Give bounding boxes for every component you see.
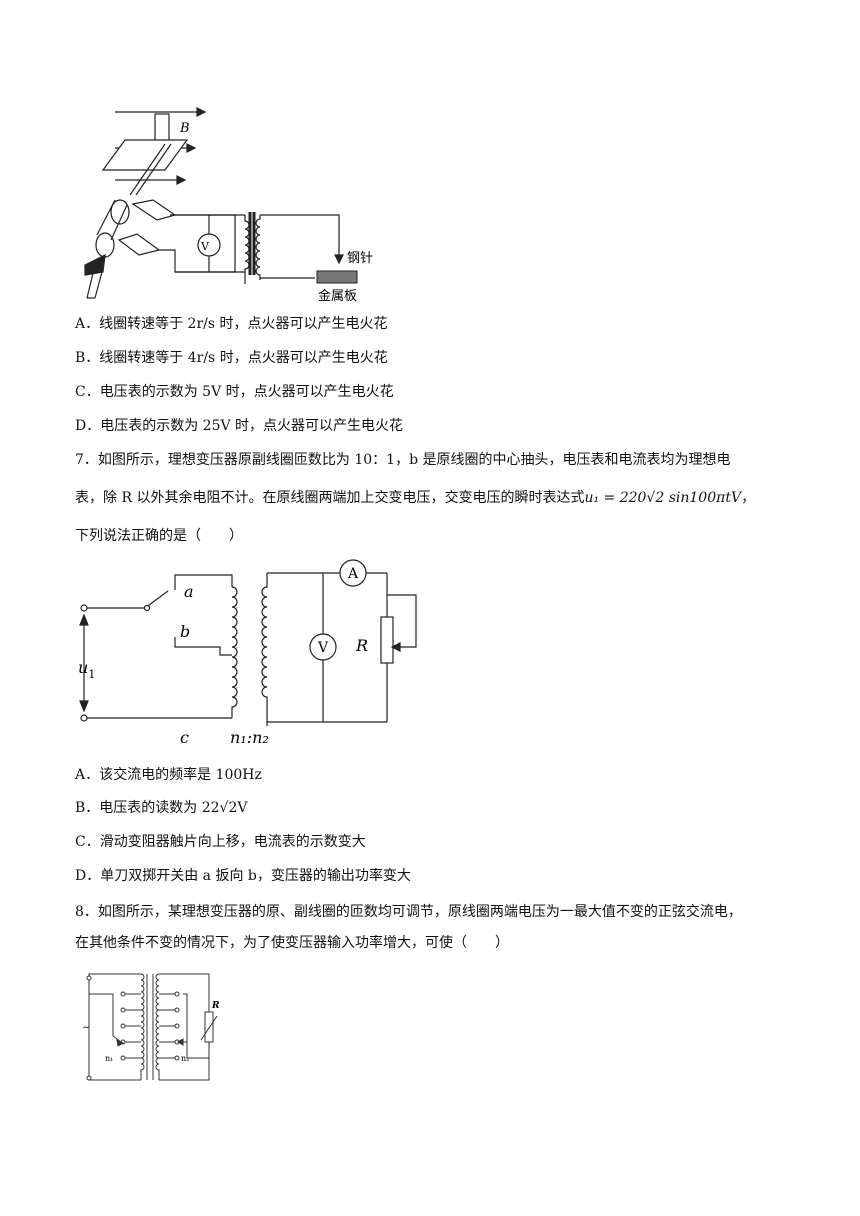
q8-label-n1: n₁ — [105, 1054, 113, 1063]
q6-option-a: A．线圈转速等于 2r/s 时，点火器可以产生电火花 — [75, 316, 388, 332]
q6-option-d: D．电压表的示数为 25V 时，点火器可以产生电火花 — [75, 418, 404, 434]
q7-stem-line2-suffix: ， — [741, 490, 756, 506]
q8-label-r: R — [211, 1001, 220, 1011]
q6-voltmeter-label: V — [200, 240, 210, 253]
q6-field-label: B — [179, 121, 190, 136]
q7-label-a: a — [184, 582, 194, 601]
q7-formula: u₁ = 220√2 sin100πtV — [584, 490, 742, 506]
q6-needle-label: 钢针 — [347, 251, 373, 266]
q8-stem-line1: 8．如图所示，某理想变压器的原、副线圈的匝数均可调节，原线圈两端电压为一最大值不… — [75, 904, 742, 920]
q8-figure: R n₁ n₂ ~ — [82, 973, 220, 1081]
q6-option-b: B．线圈转速等于 4r/s 时，点火器可以产生电火花 — [75, 350, 388, 366]
q7-label-u: u1 — [78, 658, 95, 681]
q7-stem-line1: 7．如图所示，理想变压器原副线圈匝数比为 10：1，b 是原线圈的中心抽头，电压… — [75, 452, 731, 468]
q6-plate-label: 金属板 — [318, 288, 357, 304]
q7-stem-line3: 下列说法正确的是（ ） — [75, 528, 243, 544]
q6-option-c: C．电压表的示数为 5V 时，点火器可以产生电火花 — [75, 384, 394, 400]
q7-stem-line2-prefix: 表，除 R 以外其余电阻不计。在原线圈两端加上交变电压，交变电压的瞬时表达式 — [75, 490, 585, 506]
q7-option-c: C．滑动变阻器触片向上移，电流表的示数变大 — [75, 834, 366, 850]
q7-option-d: D．单刀双掷开关由 a 扳向 b，变压器的输出功率变大 — [75, 868, 411, 884]
q8-stem-line2: 在其他条件不变的情况下，为了使变压器输入功率增大，可使（ ） — [75, 935, 509, 951]
q8-label-n2: n₂ — [181, 1054, 189, 1063]
q7-label-voltmeter: V — [317, 640, 329, 656]
q7-option-a: A．该交流电的频率是 100Hz — [75, 767, 262, 783]
q7-label-b: b — [180, 622, 190, 641]
q7-label-ammeter: A — [347, 566, 359, 582]
q7-option-b: B．电压表的读数为 22√2V — [75, 800, 248, 816]
q7-figure: a b c u1 n₁:n₂ A V R — [78, 559, 417, 747]
q7-label-ratio: n₁:n₂ — [230, 728, 269, 747]
q7-label-c: c — [180, 728, 189, 747]
q6-figure: B V 钢针 金属板 — [84, 107, 373, 304]
q7-label-r: R — [355, 636, 368, 655]
q8-label-ac: ~ — [82, 1023, 90, 1033]
q7-stem-line2: 表，除 R 以外其余电阻不计。在原线圈两端加上交变电压，交变电压的瞬时表达式u₁… — [75, 488, 755, 508]
